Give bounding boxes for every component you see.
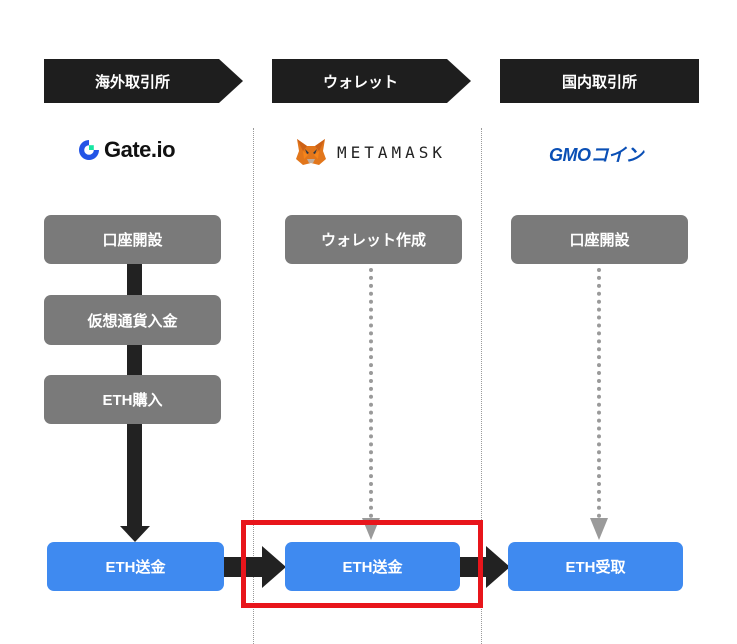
metamask-logo: METAMASK <box>295 137 446 167</box>
column-divider-right <box>481 128 482 644</box>
highlight-box <box>241 520 483 608</box>
step-label: 仮想通貨入金 <box>87 312 178 330</box>
metamask-fox-icon <box>296 139 326 165</box>
step-label: ウォレット作成 <box>320 232 426 249</box>
header-overseas-exchange: 海外取引所 <box>44 59 243 103</box>
header-label: 海外取引所 <box>94 73 170 91</box>
dotted-connector-col2 <box>369 268 373 518</box>
step-eth-purchase: ETH購入 <box>44 375 221 424</box>
column-divider-left <box>253 128 254 644</box>
arrow-right-icon <box>486 546 510 588</box>
step-open-account-overseas: 口座開設 <box>44 215 221 264</box>
step-crypto-deposit: 仮想通貨入金 <box>44 295 221 345</box>
gmo-logo-text: GMOコイン <box>549 145 644 165</box>
arrow-down-icon <box>120 526 150 542</box>
gmo-logo: GMOコイン <box>549 142 644 166</box>
step-label: ETH受取 <box>565 559 626 576</box>
header-label: ウォレット <box>322 73 398 91</box>
gate-logo-icon <box>79 140 99 160</box>
header-label: 国内取引所 <box>561 73 637 91</box>
step-eth-send-wallet: ETH送金 <box>285 542 460 591</box>
step-label: ETH購入 <box>102 392 163 409</box>
step-label: 口座開設 <box>569 232 630 249</box>
dotted-connector-col3 <box>597 268 601 518</box>
step-eth-receive: ETH受取 <box>508 542 683 591</box>
header-wallet: ウォレット <box>272 59 471 103</box>
arrow-down-icon <box>590 518 608 540</box>
arrow-right-icon <box>262 546 286 588</box>
header-domestic-exchange: 国内取引所 <box>500 59 699 103</box>
step-create-wallet: ウォレット作成 <box>285 215 462 264</box>
gate-logo: Gate.io <box>77 136 176 164</box>
step-label: ETH送金 <box>342 559 403 576</box>
metamask-logo-text: METAMASK <box>337 142 447 162</box>
step-open-account-domestic: 口座開設 <box>511 215 688 264</box>
step-label: 口座開設 <box>102 232 163 249</box>
step-label: ETH送金 <box>105 559 166 576</box>
step-eth-send-overseas: ETH送金 <box>47 542 224 591</box>
gate-logo-text: Gate.io <box>104 137 176 162</box>
